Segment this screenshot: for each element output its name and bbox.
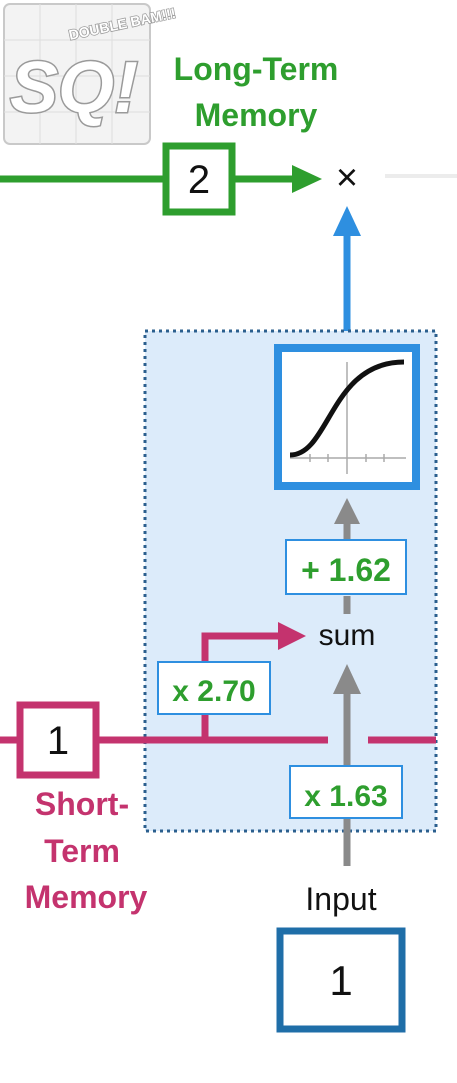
long-term-value: 2: [188, 158, 210, 202]
sum-operator: sum: [319, 619, 376, 652]
sigmoid-output-arrowhead: [333, 206, 361, 236]
bias-value: + 1.62: [301, 552, 391, 588]
background-line: [385, 174, 457, 178]
sum-to-sigmoid-arrowhead: [334, 498, 360, 524]
long-term-memory-label-line1: Long-Term: [174, 51, 339, 87]
multiply-operator: ×: [336, 157, 358, 199]
short-term-memory-label-line2: Term: [44, 833, 120, 869]
short-term-weight: x 2.70: [172, 675, 255, 708]
short-term-weight-box: [157, 661, 271, 715]
short-term-memory-label-line1: Short-: [35, 786, 129, 822]
input-weight-box: [289, 765, 403, 819]
input-label: Input: [305, 881, 376, 917]
short-term-memory-label-line3: Memory: [25, 879, 148, 915]
long-term-memory-label-line2: Memory: [195, 97, 318, 133]
long-term-value-box: [162, 142, 236, 216]
sq-logo: SQ! DOUBLE BAM!!!: [3, 3, 178, 145]
sigmoid-curve: [289, 359, 405, 458]
input-weight: x 1.63: [304, 780, 387, 813]
short-term-value-box: [16, 701, 100, 779]
input-value-box: [276, 927, 406, 1033]
sigmoid-activation-box: [274, 344, 420, 490]
bias-box: [285, 539, 407, 595]
short-term-branch-arrowhead: [278, 622, 306, 650]
logo-letters: SQ!: [10, 48, 138, 128]
input-arrowhead: [333, 664, 361, 694]
input-value: 1: [329, 957, 352, 1004]
short-term-value: 1: [47, 719, 69, 763]
long-term-arrowhead: [292, 165, 322, 193]
